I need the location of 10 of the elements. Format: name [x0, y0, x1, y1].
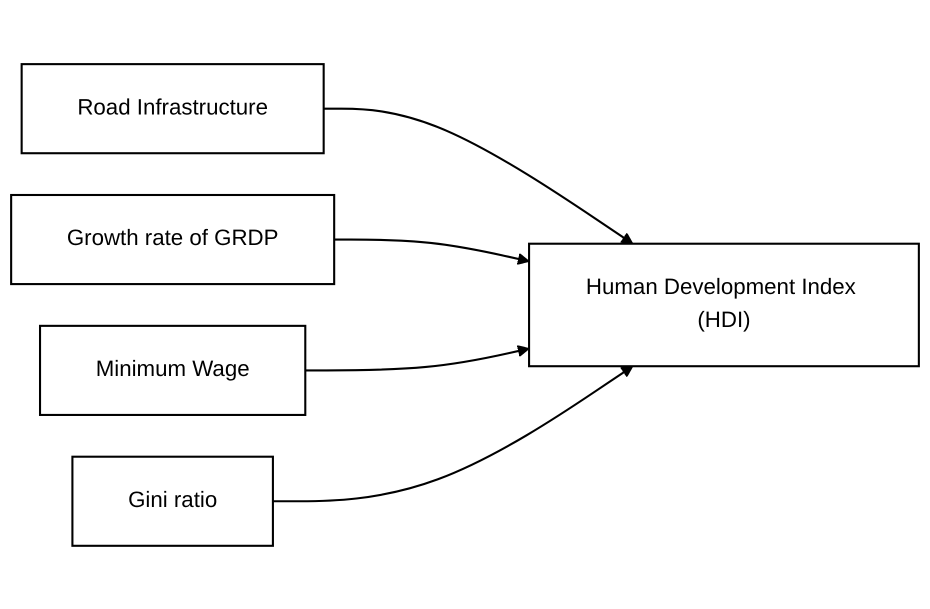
arrow	[305, 344, 530, 371]
node-box	[38, 324, 306, 416]
arrow	[272, 365, 634, 502]
diagram: Road Infrastructure Growth rate of GRDP Minimum Wage Gini ratio Human Development Index (HDI)	[0, 52, 930, 556]
node-box	[71, 455, 274, 546]
node-box	[10, 193, 336, 285]
arrow	[334, 238, 530, 264]
node-box	[20, 62, 325, 154]
arrow	[324, 107, 634, 244]
node-box	[528, 242, 920, 367]
